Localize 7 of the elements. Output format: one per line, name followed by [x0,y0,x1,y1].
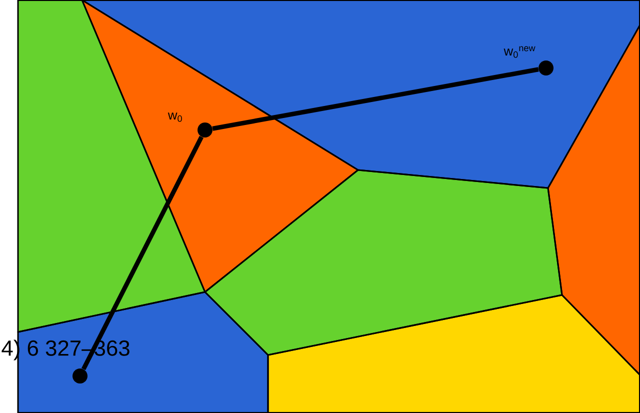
point-marker [538,60,554,76]
line [81,136,204,370]
line [212,67,539,131]
point-marker [72,368,88,384]
point-marker [198,122,212,138]
point-label: w$_{0}$new [504,46,536,58]
point-label: w$_{0}$ [168,112,182,122]
